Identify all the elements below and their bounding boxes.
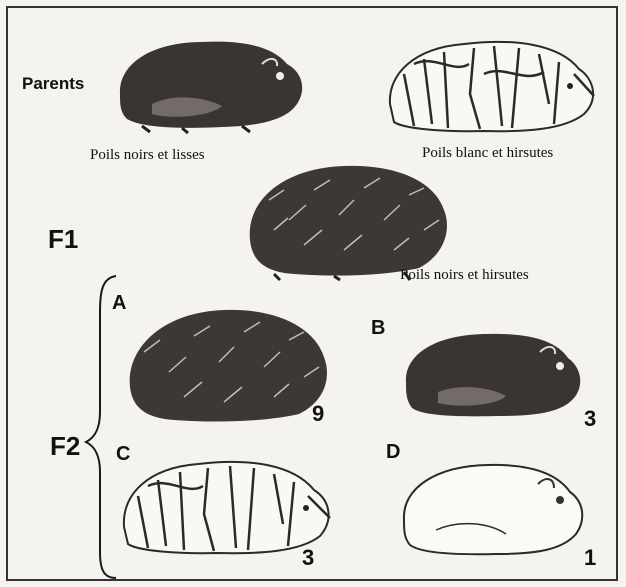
f2-label: F2: [50, 431, 80, 462]
f2-b-letter: B: [371, 317, 385, 340]
f2-d-white-smooth-guinea-pig: [396, 458, 592, 560]
f1-label: F1: [48, 224, 78, 255]
f2-a-black-shaggy-guinea-pig: [124, 302, 336, 426]
f2-a-count: 9: [312, 401, 324, 427]
f1-black-shaggy-guinea-pig: [244, 160, 456, 280]
f2-b-black-smooth-guinea-pig: [398, 328, 588, 420]
f1-caption: Poils noirs et hirsutes: [400, 267, 529, 284]
f2-brace: [82, 272, 122, 582]
parent-white-shaggy-guinea-pig: [384, 34, 604, 138]
parents-label: Parents: [22, 74, 84, 94]
f2-b-count: 3: [584, 406, 596, 432]
f2-d-count: 1: [584, 545, 596, 571]
parent-black-smooth-guinea-pig: [112, 34, 312, 134]
parent-caption-black-smooth: Poils noirs et lisses: [90, 147, 205, 164]
f2-c-count: 3: [302, 545, 314, 571]
